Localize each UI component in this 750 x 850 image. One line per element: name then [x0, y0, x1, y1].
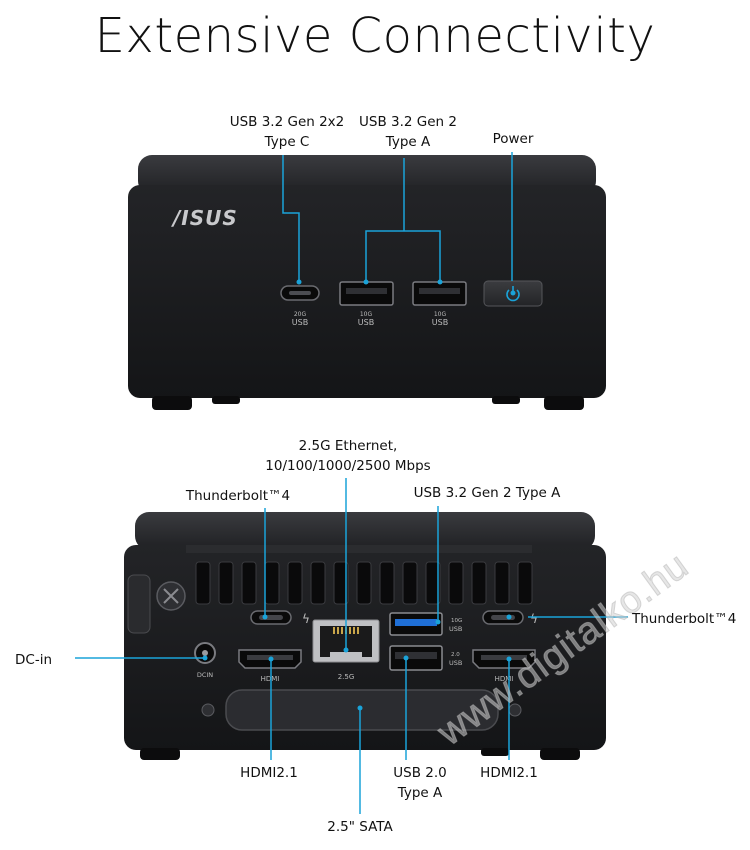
label-usb-a-line2: Type A	[385, 134, 431, 150]
front-foot	[152, 396, 192, 410]
rear-top-face	[135, 512, 595, 550]
label-sata: 2.5" SATA	[327, 819, 393, 835]
vent-grille	[195, 561, 533, 605]
usb-c-speed-mark: 20G	[294, 311, 307, 318]
label-usb20-line1: USB 2.0	[393, 765, 447, 781]
asus-logo: /ISUS	[171, 206, 238, 230]
label-power: Power	[492, 131, 534, 147]
label-hdmi-left: HDMI2.1	[240, 765, 298, 781]
rear-top-lip	[186, 545, 532, 553]
label-usb20: USB 2.0 Type A	[378, 763, 462, 803]
lock-bracket	[127, 574, 151, 634]
label-usb32-rear: USB 3.2 Gen 2 Type A	[413, 485, 561, 501]
label-usb-c-line1: USB 3.2 Gen 2x2	[229, 114, 345, 130]
front-foot	[492, 396, 520, 404]
rear-foot	[481, 748, 509, 756]
usb20-name-mark: USB	[449, 659, 462, 667]
label-ethernet: 2.5G Ethernet, 10/100/1000/2500 Mbps	[248, 436, 448, 476]
eth-speed-mark: 2.5G	[338, 673, 355, 681]
front-unit: /ISUS 20G USB 10G USB 10G USB	[128, 155, 606, 410]
label-usb20-line2: Type A	[397, 785, 443, 801]
rear-foot	[140, 748, 180, 760]
label-ethernet-line2: 10/100/1000/2500 Mbps	[265, 458, 431, 474]
page-title: Extensive Connectivity	[94, 8, 656, 64]
front-callout-dots	[296, 279, 516, 296]
label-usb-a-line1: USB 3.2 Gen 2	[359, 114, 457, 130]
rear-callouts	[75, 478, 628, 814]
label-usb-c-line2: Type C	[264, 134, 310, 150]
label-hdmi-right: HDMI2.1	[480, 765, 538, 781]
usb20-speed-mark: 2.0	[451, 652, 460, 658]
usb-a-speed-mark-2: 10G	[434, 311, 447, 318]
usb-a-name-mark-2: USB	[432, 318, 448, 327]
dcin-mark: DCIN	[197, 671, 213, 679]
usb32-speed-mark: 10G	[451, 618, 462, 624]
label-dc-in: DC-in	[15, 652, 52, 668]
hdmi-mark-right: HDMI	[495, 675, 514, 683]
label-usb-a-front: USB 3.2 Gen 2 Type A	[348, 112, 468, 152]
usb-c-name-mark: USB	[292, 318, 308, 327]
label-thunderbolt-right: Thunderbolt™4	[632, 611, 737, 627]
sata-tray-cover	[225, 689, 499, 731]
front-foot	[212, 396, 240, 404]
hdmi-mark-left: HDMI	[261, 675, 280, 683]
rear-callout-dots	[202, 614, 512, 711]
front-callouts	[282, 152, 513, 282]
label-thunderbolt-left: Thunderbolt™4	[185, 488, 291, 504]
rear-unit: ϟ ϟ 2.5G 10G USB 2.0 USB HDMI HDMI DCIN	[124, 512, 606, 760]
thunderbolt-icon: ϟ	[302, 612, 310, 626]
rear-foot	[540, 748, 580, 760]
label-ethernet-line1: 2.5G Ethernet,	[298, 438, 398, 454]
usb-a-speed-mark-1: 10G	[360, 311, 373, 318]
thunderbolt-icon: ϟ	[530, 612, 538, 626]
tray-screw	[201, 703, 215, 717]
label-usb-c-front: USB 3.2 Gen 2x2 Type C	[222, 112, 352, 152]
front-foot	[544, 396, 584, 410]
usb32-name-mark: USB	[449, 625, 462, 633]
usb-a-name-mark-1: USB	[358, 318, 374, 327]
